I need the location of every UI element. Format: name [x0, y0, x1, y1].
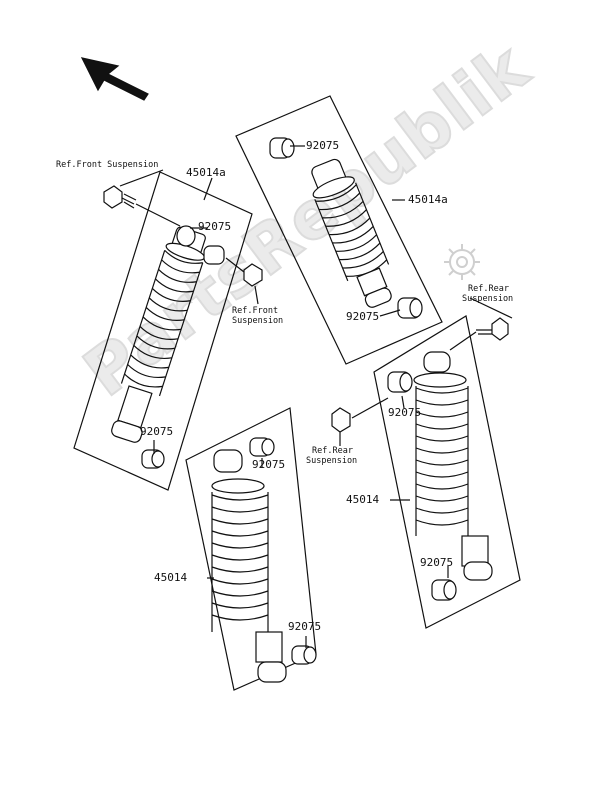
part-number-92075: 92075: [198, 220, 232, 233]
ref-rear-suspension-label-right-line1: Ref.Rear: [468, 284, 509, 294]
ref-front-suspension-label-nut-line1: Ref.Front: [232, 306, 279, 316]
ref-front-suspension-label-nut-line2: Suspension: [232, 316, 284, 326]
part-number-92075: 92075: [288, 620, 322, 633]
bushing-left-bottom: [141, 449, 165, 469]
arrow-up-left-icon: [80, 57, 149, 101]
bolt-right: [449, 317, 509, 351]
part-number-45014a-left: 45014a: [186, 166, 226, 179]
gear-icon: [444, 244, 480, 280]
part-number-92075: 92075: [346, 310, 380, 323]
ref-front-suspension-label-top: Ref.Front Suspension: [56, 160, 159, 170]
part-number-45014-center: 45014: [154, 571, 188, 584]
bushing-center-bottom: [291, 645, 317, 665]
shock-absorber-center: [211, 449, 287, 683]
shock-absorber-left: [111, 226, 206, 443]
ref-rear-suspension-label-right-line2: Suspension: [462, 294, 514, 304]
group-box-top-right: [235, 95, 443, 365]
part-number-92075: 92075: [252, 458, 286, 471]
shock-absorber-top-right: [311, 158, 392, 308]
bushing-top-right-top: [269, 137, 295, 159]
group-box-right: [373, 315, 521, 629]
bushing-right-top: [387, 371, 413, 393]
bolt-left: [103, 185, 181, 227]
ref-rear-suspension-label-nut-line2: Suspension: [306, 456, 358, 466]
shock-absorber-right: [413, 351, 493, 581]
part-number-45014a-right: 45014a: [408, 193, 448, 206]
bushing-right-bottom: [431, 579, 457, 601]
ref-rear-suspension-label-nut-line1: Ref.Rear: [312, 446, 353, 456]
part-number-92075: 92075: [420, 556, 454, 569]
part-number-92075: 92075: [140, 425, 174, 438]
part-number-92075: 92075: [306, 139, 340, 152]
bushing-center-top: [249, 437, 275, 457]
group-box-left: [73, 171, 253, 491]
part-number-45014-right: 45014: [346, 493, 380, 506]
bushing-left-top: [176, 225, 263, 287]
part-number-92075: 92075: [388, 406, 422, 419]
nut-rear: [331, 397, 389, 433]
bushing-top-right-bottom: [397, 297, 423, 319]
